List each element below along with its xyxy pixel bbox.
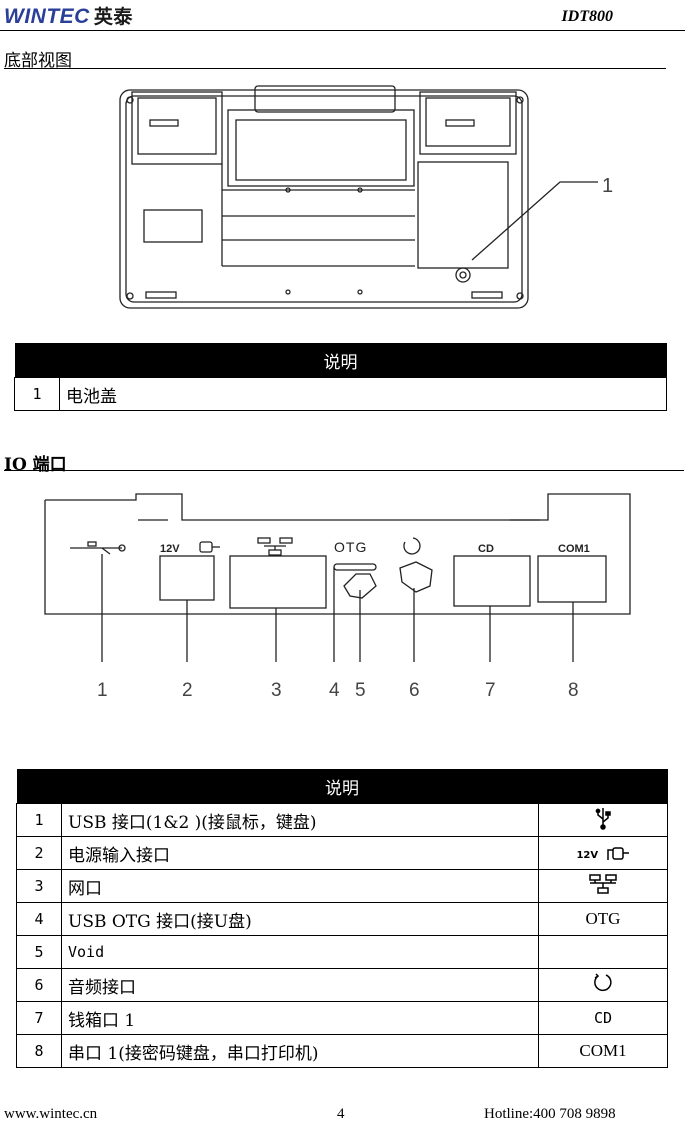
io-port-diagram: 12V OTG CD COM1 1 2 3 4 5 6 7 8 [44, 493, 631, 701]
table-heading: 说明 [16, 769, 668, 804]
row-description: USB 接口(1&2 )(接鼠标，键盘) [61, 803, 539, 837]
bottom-callout-1: 1 [602, 175, 613, 197]
table-row: 2 电源输入接口 12V [16, 836, 668, 870]
usb-icon [538, 803, 668, 837]
row-description: 网口 [61, 869, 539, 903]
footer-hotline: Hotline:400 708 9898 [484, 1106, 616, 1122]
table-row: 3 网口 [16, 869, 668, 903]
callout-5: 5 [355, 680, 366, 701]
row-number: 1 [16, 803, 62, 837]
row-number: 8 [16, 1034, 62, 1068]
panel-label-com1: COM1 [558, 543, 590, 555]
row-number: 6 [16, 968, 62, 1002]
section-divider [4, 68, 666, 69]
table-heading: 说明 [14, 343, 667, 378]
callout-8: 8 [568, 680, 579, 701]
row-description: Void [61, 935, 539, 969]
row-number: 3 [16, 869, 62, 903]
callout-7: 7 [485, 680, 496, 701]
callout-4: 4 [329, 680, 340, 701]
row-description: 电源输入接口 [61, 836, 539, 870]
panel-label-otg: OTG [334, 539, 367, 555]
power-plug-icon: 12V [538, 836, 668, 870]
row-number: 1 [14, 377, 60, 411]
row-description: 电池盖 [59, 377, 667, 411]
header-divider [0, 30, 685, 31]
footer-website: www.wintec.cn [4, 1106, 98, 1122]
callout-6: 6 [409, 680, 420, 701]
callout-3: 3 [271, 680, 282, 701]
table-row: 6 音频接口 [16, 968, 668, 1002]
table-row: 1 电池盖 [14, 377, 667, 411]
table-row: 5 Void [16, 935, 668, 969]
row-description: USB OTG 接口(接U盘) [61, 902, 539, 936]
io-ports-table: 说明 1 USB 接口(1&2 )(接鼠标，键盘) 2 电源输入接口 12V 3… [16, 769, 668, 1068]
footer-page-number: 4 [337, 1106, 345, 1122]
icon-label: 12V [576, 850, 599, 861]
callout-1: 1 [97, 680, 108, 701]
table-row: 8 串口 1(接密码键盘，串口打印机) COM1 [16, 1034, 668, 1068]
otg-label: OTG [538, 902, 668, 936]
cd-label: CD [538, 1001, 668, 1035]
row-description: 钱箱口 1 [61, 1001, 539, 1035]
audio-icon [538, 968, 668, 1002]
table-row: 7 钱箱口 1 CD [16, 1001, 668, 1035]
table-row: 1 USB 接口(1&2 )(接鼠标，键盘) [16, 803, 668, 837]
row-number: 2 [16, 836, 62, 870]
io-ports-title: IO 端口 [4, 455, 67, 475]
model-name: IDT800 [561, 8, 613, 25]
bottom-view-diagram: 1 [119, 85, 613, 309]
com1-label: COM1 [538, 1034, 668, 1068]
section-divider [4, 470, 684, 471]
bottom-view-title: 底部视图 [4, 51, 72, 71]
panel-label-12v: 12V [160, 543, 180, 555]
row-number: 5 [16, 935, 62, 969]
table-row: 4 USB OTG 接口(接U盘) OTG [16, 902, 668, 936]
empty-cell [538, 935, 668, 969]
network-icon [538, 869, 668, 903]
panel-label-cd: CD [478, 543, 494, 555]
row-number: 4 [16, 902, 62, 936]
bottom-view-table: 说明 1 电池盖 [14, 343, 667, 411]
row-number: 7 [16, 1001, 62, 1035]
callout-2: 2 [182, 680, 193, 701]
row-description: 音频接口 [61, 968, 539, 1002]
row-description: 串口 1(接密码键盘，串口打印机) [61, 1034, 539, 1068]
